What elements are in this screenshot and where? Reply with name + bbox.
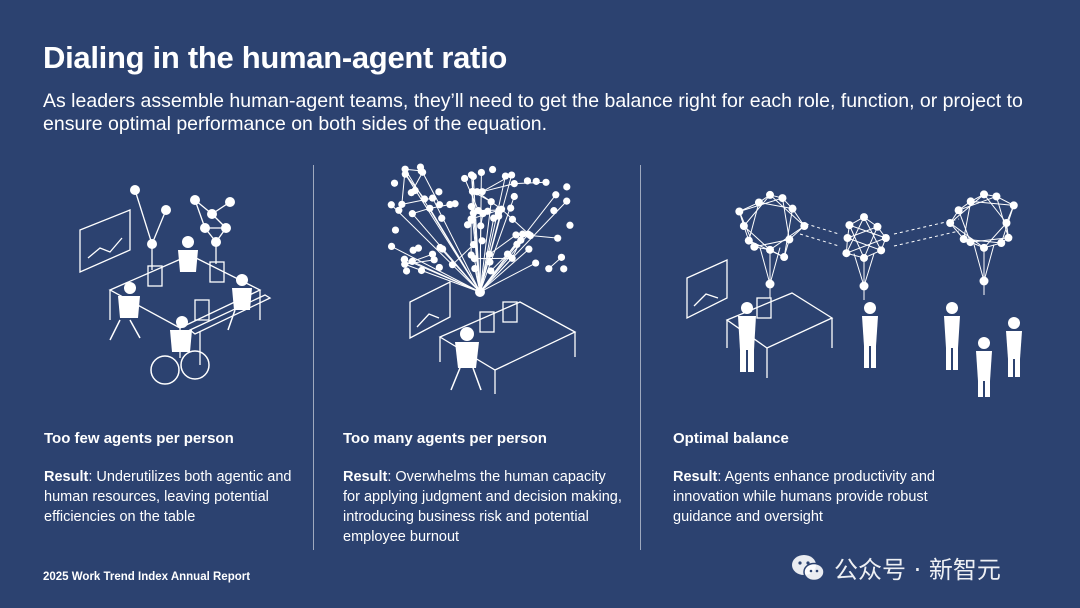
column-divider	[313, 165, 314, 550]
result-description: : Overwhelms the human capacity for appl…	[343, 469, 622, 545]
watermark-text: 公众号 · 新智元	[834, 556, 1001, 584]
few-agents-illustration	[79, 185, 272, 385]
result-label: Result	[44, 469, 89, 485]
result-label: Result	[343, 469, 388, 485]
wechat-icon	[792, 554, 825, 581]
result-text: Result: Underutilizes both agentic and h…	[44, 467, 324, 527]
result-text: Result: Agents enhance productivity and …	[673, 467, 953, 527]
many-agents-illustration	[387, 163, 577, 394]
result-description: : Agents enhance productivity and innova…	[673, 469, 935, 525]
balanced-agents-illustration	[686, 190, 1022, 397]
page-title: Dialing in the human-agent ratio	[43, 40, 508, 75]
column-heading: Too many agents per person	[343, 430, 547, 447]
result-text: Result: Overwhelms the human capacity fo…	[343, 467, 623, 547]
column-optimal: Optimal balance Result: Agents enhance p…	[673, 430, 953, 527]
column-heading: Optimal balance	[673, 430, 789, 447]
result-description: : Underutilizes both agentic and human r…	[44, 469, 292, 525]
report-footer: 2025 Work Trend Index Annual Report	[43, 571, 251, 583]
column-divider	[640, 165, 641, 550]
column-too-many: Too many agents per person Result: Overw…	[343, 430, 623, 547]
wechat-watermark: 公众号 · 新智元	[790, 550, 1001, 585]
column-heading: Too few agents per person	[44, 430, 234, 447]
column-too-few: Too few agents per person Result: Underu…	[44, 430, 324, 527]
page-subtitle: As leaders assemble human-agent teams, t…	[43, 90, 1023, 135]
result-label: Result	[673, 469, 718, 485]
